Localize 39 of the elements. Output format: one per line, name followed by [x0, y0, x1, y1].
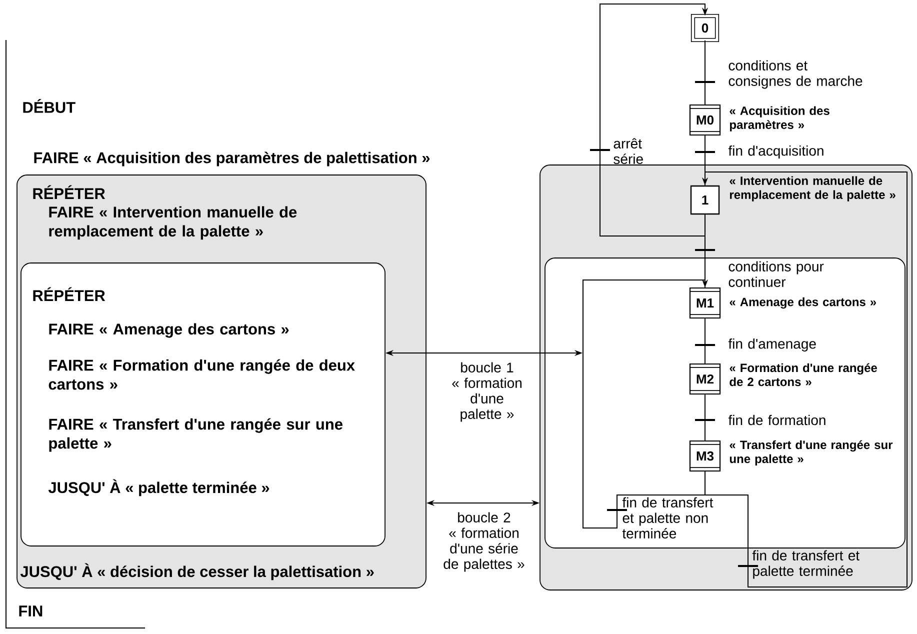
edge-label: fin de transfert et palette non terminée: [622, 497, 714, 538]
step-action-label: « Intervention manuelle de remplacement de la palette »: [730, 176, 896, 202]
link-line: [704, 318, 706, 364]
pseudocode-line: DÉBUT: [23, 99, 76, 113]
pseudocode-line: FAIRE « Intervention manuelle de remplacement de la palette »: [49, 206, 297, 240]
edge-label: conditions pour continuer: [728, 261, 824, 287]
pseudocode-line: FAIRE « Formation d'une rangée de deux cartons »: [48, 359, 355, 390]
edge-label: fin d'amenage: [728, 338, 816, 352]
step-action-label: « Amenage des cartons »: [730, 297, 876, 309]
pseudocode-line: JUSQU' À « décision de cesser la palettisation »: [20, 563, 374, 580]
link-line: [704, 135, 706, 186]
edge-label: fin de transfert et palette terminée: [752, 550, 860, 579]
edge-label: arrêt série: [614, 138, 643, 164]
pseudocode-line: RÉPÉTER: [33, 185, 106, 199]
initial-step-box: 0: [690, 14, 720, 42]
edge-label: boucle 2 « formation d'une série de palettes »: [444, 512, 524, 572]
edge-label: fin d'acquisition: [728, 145, 824, 159]
pseudocode-line: FIN: [19, 606, 42, 616]
link-line: [704, 40, 706, 105]
arrow: [600, 4, 708, 236]
edge-label: conditions et consignes de marche: [728, 60, 862, 89]
pseudocode-line: FAIRE « Transfert d'une rangée sur une palette »: [49, 418, 342, 452]
step-action-label: « Formation d'une rangée de 2 cartons »: [730, 363, 877, 386]
edge-label: fin de formation: [728, 414, 826, 426]
pseudocode-line: RÉPÉTER: [33, 287, 106, 301]
macro-step-box: M2: [689, 363, 721, 395]
step-action-label: « Acquisition des paramètres »: [730, 106, 830, 132]
macro-step-box: M1: [689, 287, 721, 319]
macro-step-box: M3: [689, 440, 721, 472]
arrow: [582, 279, 708, 528]
edge-label: boucle 1 « formation d'une palette »: [452, 362, 522, 422]
macro-step-box: M0: [689, 104, 721, 136]
step-action-label: « Transfert d'une rangée sur une palette »: [730, 440, 893, 466]
link-line: [704, 394, 706, 441]
loop-box: [544, 258, 906, 548]
pseudocode-line: FAIRE « Amenage des cartons »: [49, 323, 289, 338]
pseudocode-line: FAIRE « Acquisition des paramètres de palettisation »: [34, 152, 430, 166]
step-box: 1: [690, 185, 720, 215]
pseudocode-line: JUSQU' À « palette terminée »: [48, 479, 270, 496]
